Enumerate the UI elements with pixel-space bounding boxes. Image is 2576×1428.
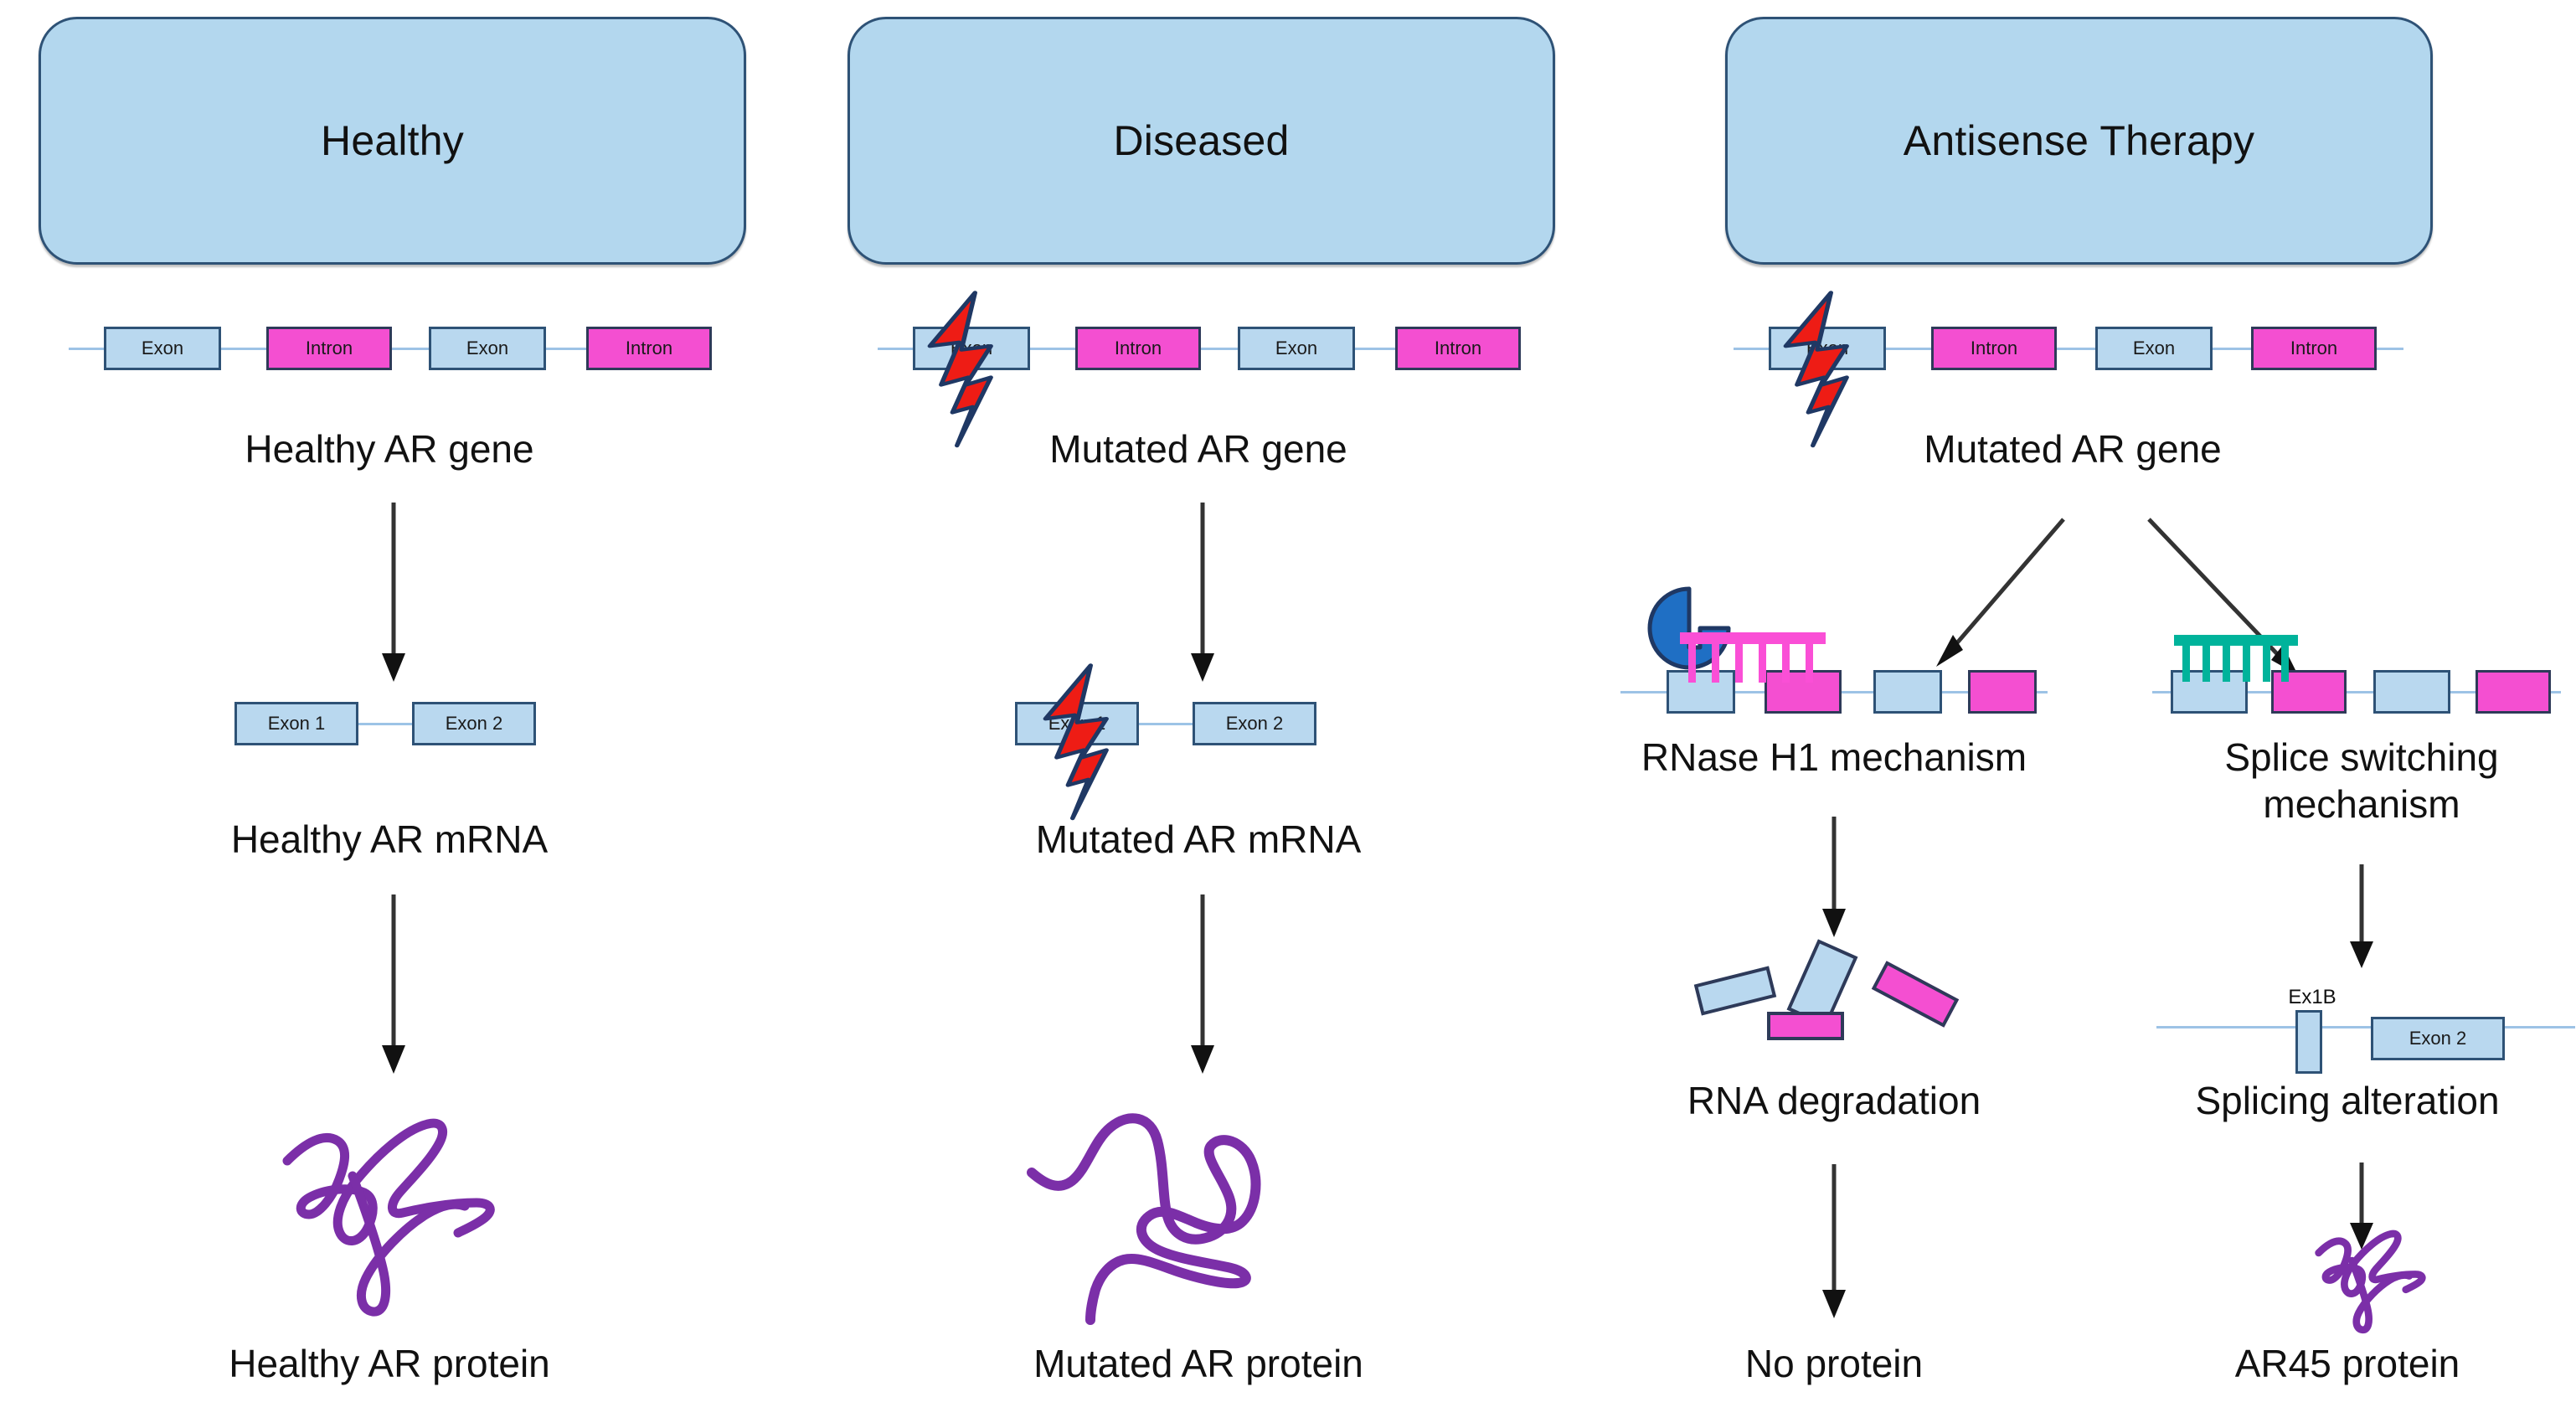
caption-splice-mechanism-line1: Splice switching: [2224, 735, 2499, 779]
gapmer-oligo-icon: [1680, 632, 1826, 683]
arrow-mrna-to-protein-healthy: [382, 894, 405, 1074]
caption-mutated-gene-diseased: Mutated AR gene: [1049, 427, 1347, 471]
header-panel-diseased: Diseased: [848, 17, 1555, 265]
gene-feature-label: Exon: [1275, 338, 1318, 358]
arrow-branch-left-rnase: [1936, 518, 2065, 667]
gene-feature-label: Intron: [305, 338, 353, 358]
arrow-alteration-to-ar45: [2350, 1163, 2373, 1250]
protein-squiggle-ar45: [2315, 1230, 2426, 1334]
mrna-feature-exon-2: Exon 2: [1193, 702, 1316, 745]
caption-splicing-alteration: Splicing alteration: [2195, 1079, 2500, 1122]
caption-healthy-gene: Healthy AR gene: [245, 427, 534, 471]
rnase-feature-exon-2: [1873, 670, 1942, 714]
label-ex1b: Ex1B: [2288, 986, 2336, 1008]
arrow-gene-to-mrna-healthy: [382, 503, 405, 682]
caption-rna-degradation: RNA degradation: [1687, 1079, 1981, 1122]
header-label-diseased: Diseased: [1113, 117, 1290, 164]
arrow-gene-to-mrna-diseased: [1191, 503, 1214, 682]
caption-ar45-protein: AR45 protein: [2234, 1342, 2460, 1385]
gene-feature-label: Intron: [625, 338, 673, 358]
splice-feature-intron-2: [2476, 670, 2551, 714]
gene-feature-label: Intron: [1434, 338, 1482, 358]
mrna-backbone-line: [352, 723, 419, 725]
gene-track-healthy: Exon Intron Exon Intron: [69, 327, 712, 370]
rnase-feature-intron-1: [1765, 670, 1842, 714]
gene-feature-intron-1: Intron: [266, 327, 392, 370]
header-panel-healthy: Healthy: [39, 17, 746, 265]
gene-feature-label: Exon: [466, 338, 509, 358]
gene-track-diseased: Exon Intron Exon Intron: [878, 327, 1521, 370]
rnase-feature-exon-1: [1667, 670, 1735, 714]
header-panel-antisense: Antisense Therapy: [1725, 17, 2433, 265]
gene-feature-intron-1: Intron: [1931, 327, 2057, 370]
gene-feature-exon-2: Exon: [2095, 327, 2213, 370]
gene-feature-exon-2: Exon: [1238, 327, 1355, 370]
gene-feature-label: Exon: [2132, 338, 2176, 358]
splice-mechanism-track: [2152, 670, 2571, 714]
gene-feature-label: Exon: [141, 338, 184, 358]
splice-out-feature-label: Exon 2: [2409, 1028, 2467, 1049]
gene-track-antisense: Exon Intron Exon Intron: [1734, 327, 2403, 370]
caption-mutated-gene-antisense: Mutated AR gene: [1924, 427, 2222, 471]
caption-no-protein: No protein: [1744, 1342, 1924, 1385]
splice-out-feature-ex1b: [2295, 1010, 2322, 1074]
mrna-feature-label: Exon 2: [445, 713, 503, 734]
header-label-healthy: Healthy: [321, 117, 464, 164]
mrna-track-healthy: Exon 1 Exon 2: [234, 702, 536, 745]
gene-backbone-line: [1734, 348, 2403, 350]
caption-healthy-protein: Healthy AR protein: [229, 1342, 550, 1385]
rna-fragment-intron-right: [1871, 961, 1960, 1028]
caption-rnase-mechanism: RNase H1 mechanism: [1641, 735, 2027, 779]
gene-feature-exon-2: Exon: [429, 327, 546, 370]
gene-feature-exon-1: Exon: [104, 327, 221, 370]
mrna-feature-label: Exon 2: [1225, 713, 1284, 734]
splice-switching-oligo-icon: [2174, 635, 2298, 682]
mrna-backbone-line: [1132, 723, 1199, 725]
header-label-antisense: Antisense Therapy: [1903, 117, 2255, 164]
mutation-lightning-icon-gene-diseased: [927, 291, 993, 448]
arrow-rnase-to-degradation: [1822, 817, 1846, 937]
mutation-lightning-icon-mrna-diseased: [1043, 663, 1109, 821]
caption-splice-mechanism-line2: mechanism: [2263, 782, 2460, 826]
mrna-backbone-line: [2156, 1026, 2575, 1028]
protein-squiggle-healthy: [282, 1118, 495, 1317]
mrna-feature-label: Exon 1: [267, 713, 326, 734]
caption-mutated-mrna: Mutated AR mRNA: [1035, 817, 1362, 861]
splice-feature-exon-2: [2373, 670, 2450, 714]
rna-fragment-exon-left: [1693, 966, 1777, 1016]
mrna-feature-exon-2: Exon 2: [412, 702, 536, 745]
gene-feature-intron-2: Intron: [2251, 327, 2377, 370]
mrna-backbone-line: [2152, 691, 2561, 693]
rna-fragment-intron-center: [1767, 1012, 1844, 1040]
arrow-splice-to-alteration: [2350, 864, 2373, 968]
gene-feature-label: Intron: [1114, 338, 1162, 358]
gene-feature-intron-2: Intron: [1395, 327, 1521, 370]
rnase-feature-intron-2: [1968, 670, 2037, 714]
gene-feature-label: Intron: [1970, 338, 2018, 358]
gene-feature-intron-1: Intron: [1075, 327, 1201, 370]
caption-healthy-mrna: Healthy AR mRNA: [230, 817, 549, 861]
splicing-alteration-track: Ex1B Exon 2: [2156, 986, 2575, 1074]
gene-feature-intron-2: Intron: [586, 327, 712, 370]
arrow-mrna-to-protein-diseased: [1191, 894, 1214, 1074]
caption-mutated-protein: Mutated AR protein: [1033, 1342, 1363, 1385]
rnase-mechanism-track: [1620, 670, 2048, 714]
mutation-lightning-icon-gene-antisense: [1783, 291, 1849, 448]
protein-squiggle-mutated: [1027, 1113, 1261, 1325]
splice-out-feature-exon-2: Exon 2: [2371, 1017, 2505, 1060]
gene-feature-label: Intron: [2290, 338, 2338, 358]
mrna-feature-exon-1: Exon 1: [234, 702, 358, 745]
arrow-degradation-to-no-protein: [1822, 1164, 1846, 1318]
